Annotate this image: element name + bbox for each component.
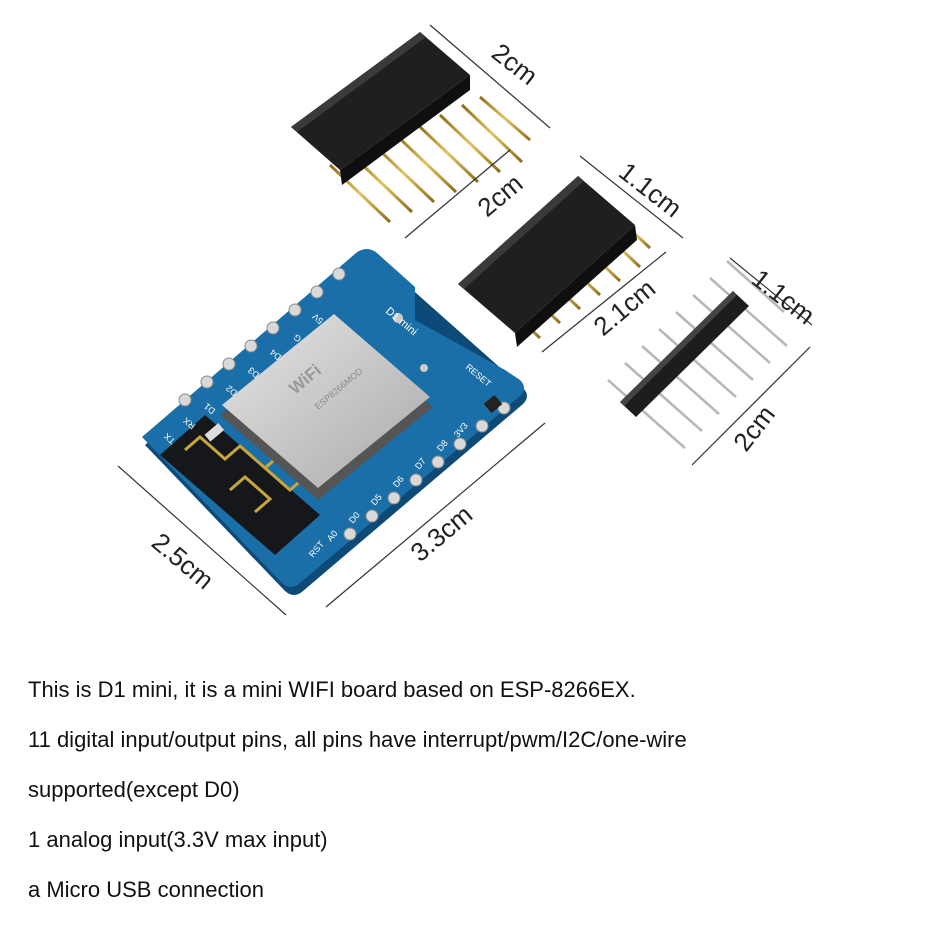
header-body-short: [458, 176, 635, 333]
female-header-long: [291, 32, 531, 224]
male-pins: [607, 260, 788, 449]
esp8266-module: WiFi ESP8266MOD: [220, 314, 433, 500]
right-pin-holes: [343, 401, 511, 541]
dim-pin-header-length: 2cm: [727, 400, 781, 457]
chip-shield: [222, 314, 430, 488]
antenna-trace: [160, 415, 320, 555]
dim-lines-board: [117, 422, 546, 616]
product-photo: 2cm 2cm 1.1cm 2.1cm: [117, 24, 821, 616]
dim-header-long-length: 2cm: [472, 168, 529, 223]
pin-label-g: G: [291, 332, 303, 344]
header-body-long: [291, 32, 470, 170]
male-pin-header: [607, 260, 788, 449]
d1-mini-board: WiFi ESP8266MOD D1 mini RESET 5V G D4 D3…: [142, 249, 527, 595]
female-header-short: [458, 176, 652, 347]
left-pin-holes: [178, 267, 346, 407]
dim-lines-long: [404, 24, 551, 239]
dim-lines-pin: [691, 257, 813, 466]
description-line-5: a Micro USB connection: [28, 877, 264, 902]
description-line-3: supported(except D0): [28, 777, 240, 802]
dim-header-short-width: 1.1cm: [613, 156, 687, 223]
male-header-body: [620, 291, 749, 417]
description-line-4: 1 analog input(3.3V max input): [28, 827, 328, 852]
dim-header-short-length: 2.1cm: [588, 273, 662, 341]
dim-lines-short: [541, 155, 684, 353]
description-line-1: This is D1 mini, it is a mini WIFI board…: [28, 677, 636, 702]
reset-button[interactable]: [483, 394, 503, 414]
dim-board-width: 2.5cm: [146, 527, 220, 595]
dim-header-long-width: 2cm: [486, 37, 543, 91]
description-line-2: 11 digital input/output pins, all pins h…: [28, 727, 687, 752]
